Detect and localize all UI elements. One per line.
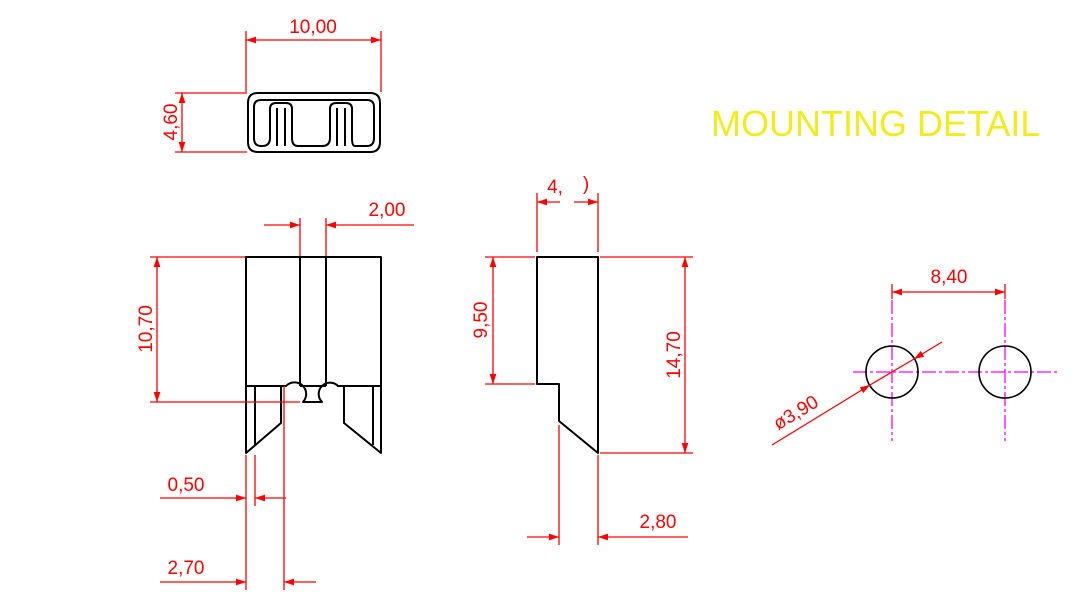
front-slot-width-label: 2,00 [369,200,406,221]
hole-pattern: 8,40 ø3,90 [770,267,1058,446]
side-view: 4, ) 9,50 14,70 2,80 [471,174,693,545]
top-view-outer-outline [247,92,381,153]
drawing-title: MOUNTING DETAIL [711,103,1040,144]
front-view-outline [245,256,382,454]
side-total-height-label: 14,70 [664,331,685,379]
hole-diameter-leader-upper [913,341,943,360]
hole-left [865,345,919,399]
front-lead-span-label: 2,70 [168,558,205,579]
hole-diameter-leader-lower [771,384,871,446]
side-top-width-label-fragment: ) [583,174,589,195]
hole-pitch-label: 8,40 [931,267,968,288]
side-height-label: 9,50 [471,302,492,339]
side-top-width-label: 4, [547,177,563,198]
front-view: 2,00 10,70 0,50 2,70 [136,200,414,590]
hole-diameter-label: ø3,90 [770,392,822,435]
top-view: 10,00 4,60 [161,17,382,153]
front-height-label: 10,70 [136,305,157,353]
top-view-width-label: 10,00 [289,17,337,38]
side-view-outline [536,256,599,454]
hole-diameter-leader-through [869,358,915,386]
top-view-height-label: 4,60 [161,104,182,141]
front-lead-thickness-label: 0,50 [168,475,205,496]
side-lead-width-label: 2,80 [640,512,677,533]
hole-right [978,345,1032,399]
top-view-inner-outline [253,99,375,147]
